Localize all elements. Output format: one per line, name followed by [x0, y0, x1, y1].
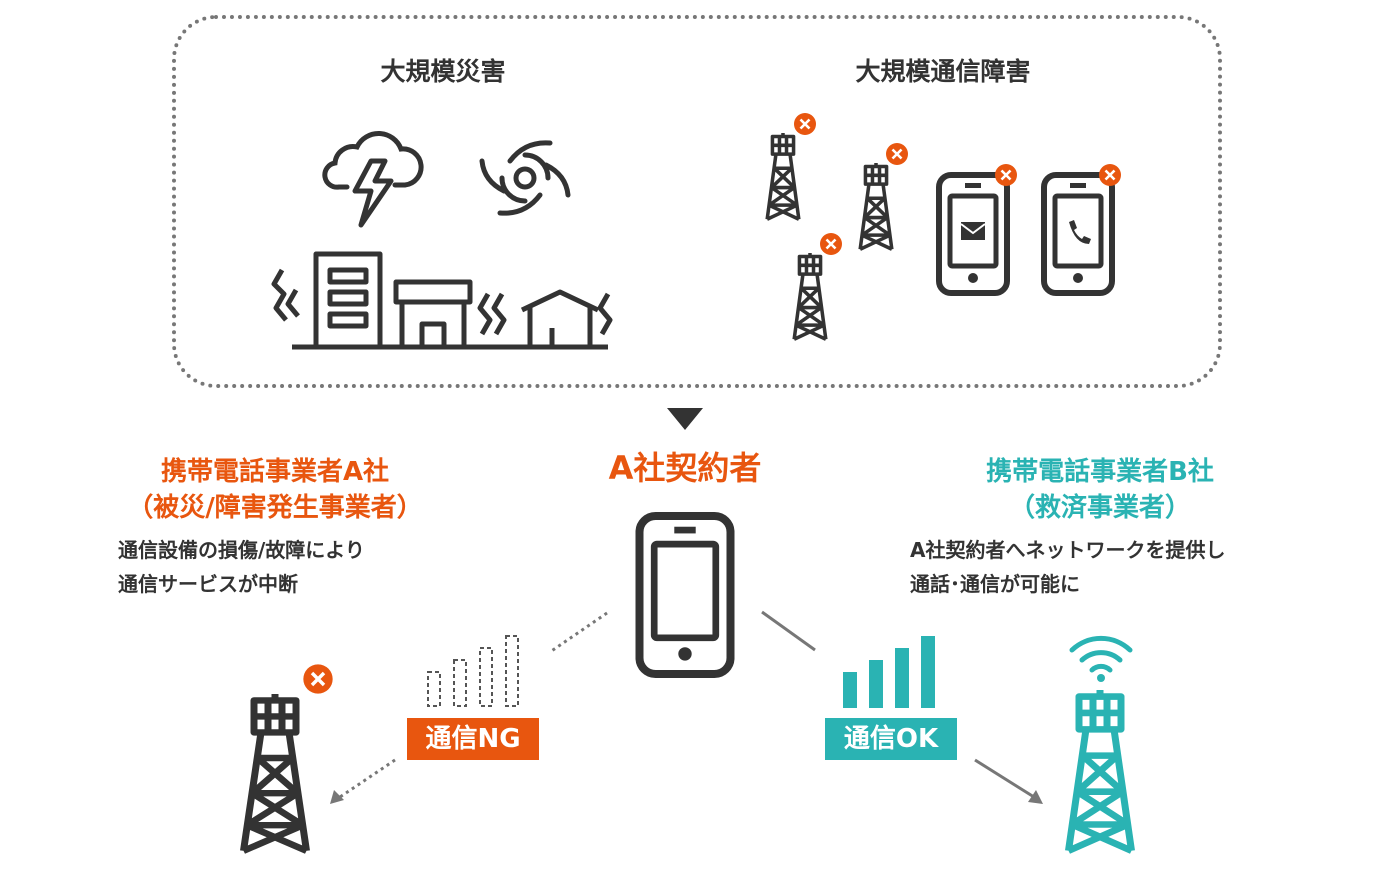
carrier-a-body-line1: 通信設備の損傷/故障により: [118, 538, 365, 562]
disaster-title: 大規模災害: [380, 57, 506, 86]
ng-arrowhead-icon: [330, 790, 344, 804]
ng-arrow-line: [339, 758, 396, 799]
error-badge-icon: [302, 663, 334, 695]
carrier-b-title-line1: 携帯電話事業者B社: [986, 457, 1214, 487]
status-tag-ok: 通信OK: [825, 718, 957, 760]
affected-scenarios-frame: [172, 15, 1222, 388]
carrier-a-tower-icon: [240, 694, 310, 854]
carrier-b-title-line2: （救済事業者）: [1008, 493, 1191, 523]
outage-title: 大規模通信障害: [855, 57, 1031, 86]
carrier-b-body-line2: 通話･通信が可能に: [910, 572, 1080, 596]
storm-cloud-lightning-icon: [322, 131, 424, 228]
carrier-a-title-line2: （被災/障害発生事業者）: [127, 493, 423, 523]
ng-link-line: [549, 611, 608, 654]
weak-signal-bars-icon: [427, 635, 519, 707]
ok-arrowhead-icon: [1028, 790, 1043, 804]
ok-arrow-line: [974, 758, 1035, 799]
damaged-buildings-icon: [271, 251, 613, 350]
carrier-b-body-line1: A社契約者へネットワークを提供し: [910, 538, 1226, 562]
strong-signal-bars-icon: [843, 636, 935, 708]
typhoon-icon: [479, 140, 571, 216]
carrier-a-title-line1: 携帯電話事業者A社: [160, 457, 390, 487]
phone-call-icon: [1041, 172, 1115, 296]
carrier-b-tower-icon: [1065, 690, 1135, 854]
ok-link-line: [761, 610, 816, 652]
wifi-icon: [1069, 635, 1133, 682]
down-arrow-icon: [667, 408, 703, 430]
status-tag-ng: 通信NG: [407, 718, 539, 760]
phone-mail-icon: [936, 172, 1010, 296]
carrier-a-body-line2: 通信サービスが中断: [118, 572, 298, 596]
subscriber-title: A社契約者: [608, 449, 762, 487]
